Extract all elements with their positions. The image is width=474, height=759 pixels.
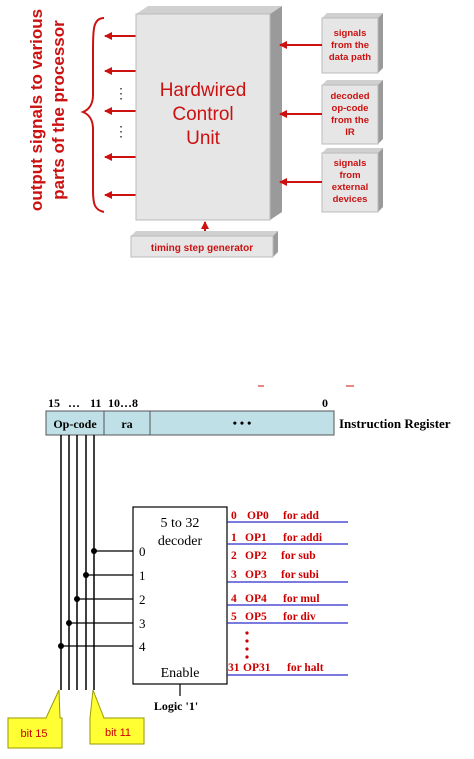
register-bit-numbers: 15 … 11 10…8 0 [48,396,328,410]
junction-dots [58,548,97,649]
output-op3: 3 OP3 for subi [227,569,348,583]
callout-bit15: bit 15 [7,689,63,749]
decoder-title-line2: decoder [158,534,203,549]
output-label-line2: parts of the processor [49,20,68,200]
decoder-box: 5 to 32 decoder 0 1 2 3 4 Enable [132,506,228,685]
decoder-input-1: 1 [139,568,146,583]
output-desc: for sub [281,550,316,562]
input-text: external [332,182,368,193]
control-unit-diagram: output signals to various parts of the p… [27,6,383,258]
output-brace [80,17,105,213]
output-desc: for halt [287,662,324,674]
input-text: op-code [332,103,369,114]
output-desc: for addi [283,532,323,544]
output-num: 31 [228,662,240,674]
callout-bit11: bit 11 [89,689,145,745]
input-text: decoded [330,91,369,102]
input-text: IR [345,127,355,138]
timing-label: timing step generator [151,243,253,254]
decoder-diagram: 15 … 11 10…8 0 Op-code ra • • • Instruct… [7,385,451,749]
dots-lower: ⋮ [114,123,128,139]
bit-lines [60,435,95,690]
output-desc: for mul [283,593,320,605]
decoder-input-3: 3 [139,616,146,631]
bit-num-dots: … [68,396,80,410]
callout-bit15-label: bit 15 [21,728,48,740]
input-text: from the [331,40,369,51]
dots-upper: ⋮ [114,85,128,101]
decoder-outputs: 0 OP0 for add 1 OP1 for addi 2 OP2 for s… [227,510,348,676]
input-text: from [339,170,360,181]
bit-num-15: 15 [48,396,60,410]
decoder-input-wires [61,550,133,647]
input-text: devices [333,194,368,205]
decoder-title-line1: 5 to 32 [161,516,200,531]
decoder-input-4: 4 [139,639,146,654]
output-op4: 4 OP4 for mul [227,593,348,606]
logic-one-label: Logic '1' [154,699,198,713]
output-num: 4 [231,593,237,605]
output-op5: 5 OP5 for div [227,611,348,624]
cu-title-line3: Unit [186,128,221,149]
field-opcode: Op-code [53,417,97,431]
output-num: 0 [231,510,237,522]
output-num: 1 [231,532,237,544]
callout-bit11-label: bit 11 [105,727,131,739]
timing-step-generator-box: timing step generator [130,231,278,258]
bit-num-0: 0 [322,396,328,410]
output-op31: 31 OP31 for halt [227,662,348,676]
instruction-register: Op-code ra • • • [45,410,335,436]
output-op: OP5 [245,611,267,623]
bit-num-10-8: 10…8 [108,396,138,410]
output-op1: 1 OP1 for addi [227,532,348,545]
output-desc: for div [283,611,316,623]
output-signals-label: output signals to various parts of the p… [27,9,68,211]
output-op2: 2 OP2 for sub [231,550,316,562]
enable-label: Enable [161,666,200,681]
output-op: OP2 [245,550,267,562]
cu-title-line2: Control [172,104,233,125]
bit-num-11: 11 [90,396,101,410]
output-desc: for add [283,510,319,522]
output-op: OP1 [245,532,267,544]
output-op: OP4 [245,593,267,605]
decoder-input-2: 2 [139,592,146,607]
output-arrows [104,32,136,199]
instruction-register-label: Instruction Register [339,416,451,431]
output-desc: for subi [281,569,320,581]
output-op0: 0 OP0 for add [227,510,348,523]
field-rest: • • • [233,416,252,430]
output-op: OP31 [243,662,271,674]
input-text: signals [334,28,367,39]
output-label-line1: output signals to various [27,9,46,211]
input-box-decoded-opcode: decoded op-code from the IR [321,80,383,145]
input-box-data-path: signals from the data path [321,13,383,74]
output-num: 5 [231,611,237,623]
decoder-input-0: 0 [139,544,146,559]
input-text: signals [334,158,367,169]
input-text: from the [331,115,369,126]
field-ra: ra [121,417,132,431]
output-num: 2 [231,550,237,562]
output-op: OP3 [245,569,267,581]
cu-title-line1: Hardwired [160,80,247,101]
output-op: OP0 [247,510,269,522]
output-num: 3 [231,569,237,581]
output-ellipsis [245,631,249,659]
input-box-external-devices: signals from external devices [321,148,383,213]
control-unit-box: Hardwired Control Unit [135,6,282,221]
input-text: data path [329,52,371,63]
